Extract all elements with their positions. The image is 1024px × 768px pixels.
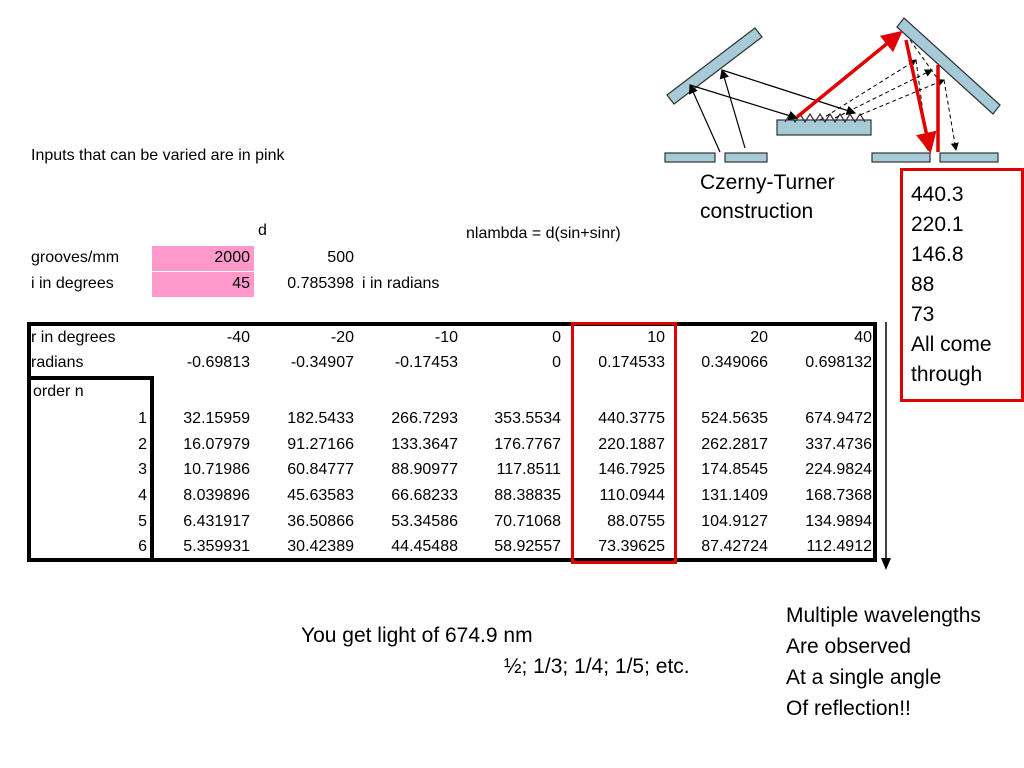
caption-light: You get light of 674.9 nm (301, 624, 533, 647)
r-radians-cell: 0.349066 (701, 354, 768, 371)
r-degrees-cell: 10 (647, 329, 665, 346)
entrance-slit-left (664, 152, 716, 163)
wavelength-cell: 70.71068 (494, 513, 561, 530)
r-degrees-cell: -20 (330, 329, 354, 346)
wavelength-cell: 262.2817 (701, 436, 768, 453)
wavelength-cell: 440.3775 (598, 410, 665, 427)
wavelength-cell: 6.431917 (183, 513, 250, 530)
d-value: 500 (327, 249, 354, 266)
wavelength-cell: 104.9127 (701, 513, 768, 530)
czerny-turner-diagram (664, 17, 1001, 163)
wavelength-cell: 131.1409 (701, 487, 768, 504)
wavelength-cell: 112.4912 (806, 538, 872, 555)
wavelength-cell: 133.3647 (391, 436, 458, 453)
order-number-cell: 1 (138, 410, 147, 427)
wavelength-cell: 168.7368 (805, 487, 872, 504)
entrance-slit-right (724, 152, 768, 163)
d-header: d (258, 222, 267, 239)
wavelength-cell: 44.45488 (391, 538, 458, 555)
r-radians-cell: 0.698132 (805, 354, 872, 371)
r-radians-cell: 0 (552, 354, 561, 371)
wavelength-cell: 176.7767 (494, 436, 561, 453)
order-number-cell: 3 (138, 461, 147, 478)
r-degrees-label: r in degrees (31, 329, 116, 346)
wavelength-cell: 110.0944 (599, 487, 665, 504)
grooves-input[interactable]: 2000 (152, 246, 254, 271)
r-radians-cell: -0.34907 (290, 354, 354, 371)
order-label: order n (33, 383, 84, 400)
wavelength-cell: 8.039896 (183, 487, 250, 504)
wavelength-cell: 134.9894 (805, 513, 872, 530)
wavelength-cell: 117.8511 (496, 461, 561, 478)
wavelength-cell: 16.07979 (183, 436, 250, 453)
wavelength-cell: 87.42724 (701, 538, 768, 555)
incidence-label: i in degrees (31, 275, 114, 292)
r-radians-cell: -0.17453 (394, 354, 458, 371)
order-column-box (27, 376, 154, 562)
r-degrees-cell: -10 (434, 329, 458, 346)
r-radians-cell: -0.69813 (186, 354, 250, 371)
wavelength-cell: 88.0755 (607, 513, 665, 530)
wavelength-cell: 32.15959 (183, 410, 250, 427)
wavelength-cell: 266.7293 (391, 410, 458, 427)
answer-box: 440.3 220.1 146.8 88 73 All come through (900, 168, 1024, 402)
order-number-cell: 5 (138, 513, 147, 530)
wavelength-cell: 353.5534 (494, 410, 561, 427)
caption-fractions: ½; 1/3; 1/4; 1/5; etc. (504, 655, 690, 678)
wavelength-cell: 5.359931 (183, 538, 250, 555)
r-degrees-cell: 0 (552, 329, 561, 346)
order-number-cell: 2 (138, 436, 147, 453)
highlight-column (571, 322, 677, 564)
wavelength-cell: 524.5635 (701, 410, 768, 427)
diagram-label: Czerny-Turner construction (700, 171, 835, 223)
wavelength-cell: 674.9472 (805, 410, 872, 427)
wavelength-cell: 88.38835 (494, 487, 561, 504)
inputs-note: Inputs that can be varied are in pink (31, 147, 285, 164)
wavelength-cell: 10.71986 (183, 461, 250, 478)
order-number-cell: 6 (138, 538, 147, 555)
wavelength-cell: 53.34586 (391, 513, 458, 530)
radians-label: i in radians (362, 275, 440, 292)
wavelength-cell: 91.27166 (287, 436, 354, 453)
wavelength-cell: 220.1887 (598, 436, 665, 453)
wavelength-cell: 36.50866 (287, 513, 354, 530)
wavelength-cell: 45.63583 (287, 487, 354, 504)
formula-header: nlambda = d(sin+sinr) (466, 225, 621, 242)
wavelength-cell: 182.5433 (287, 410, 354, 427)
grooves-label: grooves/mm (31, 249, 120, 266)
r-degrees-cell: 20 (750, 329, 768, 346)
diffraction-grating (776, 112, 872, 136)
r-degrees-cell: -40 (226, 329, 250, 346)
radians-row-label: radians (31, 354, 84, 371)
wavelength-cell: 224.9824 (805, 461, 872, 478)
incidence-radians: 0.785398 (287, 275, 354, 292)
wavelength-cell: 58.92557 (494, 538, 561, 555)
multiple-wavelengths-note: Multiple wavelengths Are observed At a s… (786, 604, 981, 720)
down-arrow-icon (881, 322, 891, 570)
wavelength-cell: 337.4736 (805, 436, 872, 453)
wavelength-cell: 30.42389 (287, 538, 354, 555)
r-degrees-cell: 40 (854, 329, 872, 346)
wavelength-cell: 60.84777 (287, 461, 354, 478)
exit-slit-right (939, 152, 999, 163)
right-mirror (896, 17, 1001, 115)
incidence-input[interactable]: 45 (152, 272, 254, 297)
wavelength-cell: 174.8545 (701, 461, 768, 478)
r-radians-cell: 0.174533 (598, 354, 665, 371)
wavelength-cell: 88.90977 (391, 461, 458, 478)
wavelength-cell: 146.7925 (598, 461, 665, 478)
wavelength-cell: 73.39625 (598, 538, 665, 555)
exit-slit-left (871, 152, 931, 163)
order-number-cell: 4 (138, 487, 147, 504)
wavelength-cell: 66.68233 (391, 487, 458, 504)
